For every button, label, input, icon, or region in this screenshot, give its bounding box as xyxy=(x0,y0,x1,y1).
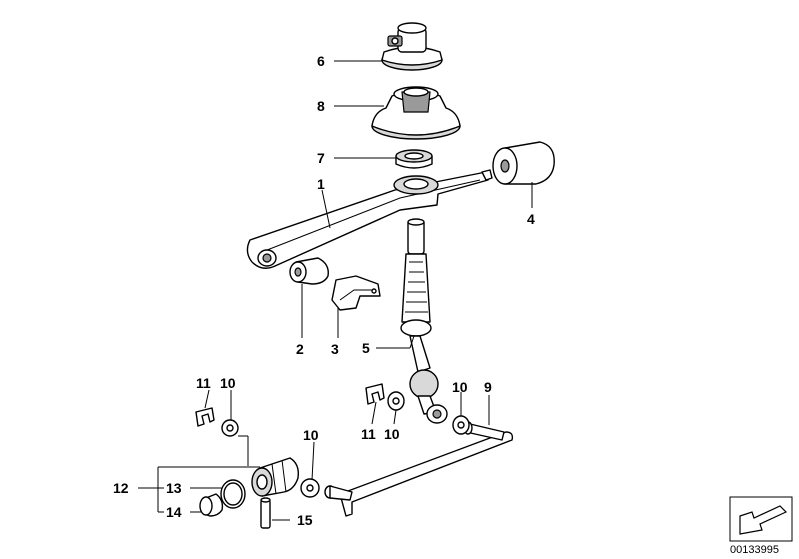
corner-badge xyxy=(729,496,793,542)
callout-7: 7 xyxy=(317,150,325,166)
callout-13: 13 xyxy=(166,480,182,496)
leader-lines xyxy=(138,60,533,521)
callout-10-mid: 10 xyxy=(384,426,400,442)
callout-1: 1 xyxy=(317,176,325,192)
part-5-shift-rod xyxy=(400,218,448,424)
callout-11-left: 11 xyxy=(196,375,211,391)
callout-12: 12 xyxy=(113,480,129,496)
part-13-o-ring xyxy=(220,479,246,509)
part-6-cap xyxy=(381,22,443,71)
part-14-bushing xyxy=(199,493,224,517)
callout-3: 3 xyxy=(331,341,339,357)
callout-10-right: 10 xyxy=(452,379,468,395)
clips-11 xyxy=(195,383,385,427)
part-1-lever-arm xyxy=(246,169,493,269)
callout-14: 14 xyxy=(166,504,182,520)
callout-2: 2 xyxy=(296,341,304,357)
callout-4: 4 xyxy=(527,211,535,227)
washers-10 xyxy=(221,391,470,498)
part-3-clip xyxy=(331,275,381,311)
part-15-pin xyxy=(260,497,271,529)
callout-10-low: 10 xyxy=(303,427,319,443)
part-9-selector-rod xyxy=(324,421,514,517)
callout-5: 5 xyxy=(362,340,370,356)
part-12-coupling xyxy=(251,457,300,497)
part-8-boot xyxy=(371,86,461,140)
callout-6: 6 xyxy=(317,53,325,69)
callout-9: 9 xyxy=(484,379,492,395)
callout-10-left: 10 xyxy=(220,375,236,391)
part-2-bush xyxy=(289,257,329,285)
catalog-number: 00133995 xyxy=(730,544,779,556)
arrow-icon xyxy=(739,505,788,535)
callout-15: 15 xyxy=(297,512,313,528)
callout-11-mid: 11 xyxy=(361,426,376,442)
callout-8: 8 xyxy=(317,98,325,114)
part-4-damper xyxy=(492,141,555,185)
callout-labels: 6 8 7 1 4 2 3 5 11 10 10 9 11 10 10 12 1… xyxy=(113,53,535,528)
part-7-bushing xyxy=(395,149,433,169)
